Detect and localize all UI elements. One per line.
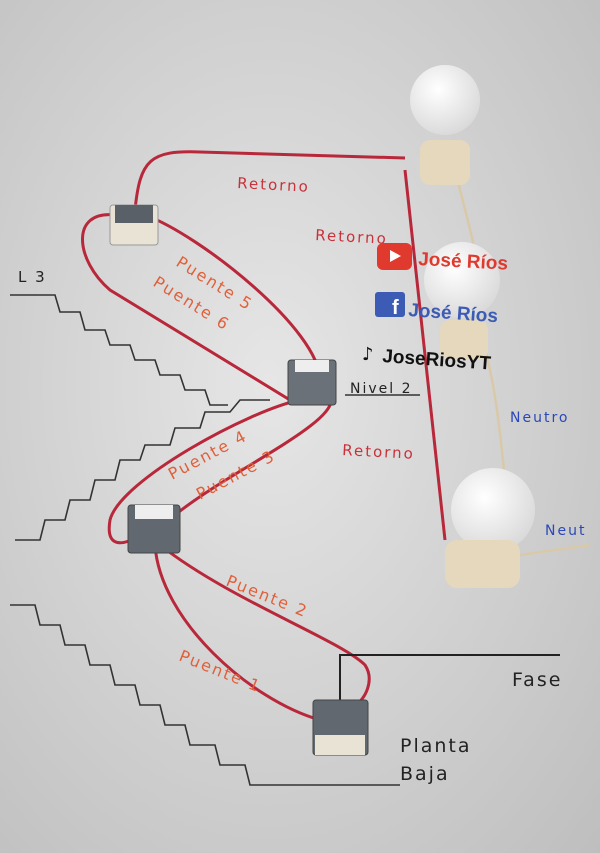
switch-planta-baja[interactable]	[312, 699, 369, 756]
label-fase: Fase	[512, 669, 562, 691]
stairs-drawing	[10, 294, 420, 786]
tiktok-icon: ♪	[362, 344, 374, 365]
red-wires	[81, 150, 447, 722]
bulb-2	[424, 242, 500, 360]
switch-middle[interactable]	[127, 504, 181, 554]
switch-nivel-2[interactable]	[287, 359, 337, 406]
wire-retorno-vertical	[403, 169, 447, 541]
youtube-channel-name: José Ríos	[418, 249, 509, 275]
wire-retorno-top	[133, 150, 406, 211]
wire-puente-2	[159, 543, 371, 707]
wire-fase	[339, 654, 560, 705]
label-neut: Neut	[545, 523, 586, 539]
label-retorno-low: Retorno	[342, 441, 415, 463]
svg-text:f: f	[392, 297, 399, 319]
wire-puente-6	[144, 213, 322, 381]
label-retorno-top: Retorno	[237, 174, 310, 196]
label-nivel-3: L 3	[18, 268, 47, 286]
wire-puente-1	[153, 544, 321, 722]
label-baja: Baja	[400, 763, 450, 785]
label-neutro: Neutro	[510, 410, 569, 426]
switch-top[interactable]	[109, 204, 159, 246]
wire-puente-4	[107, 398, 301, 545]
label-retorno-mid: Retorno	[315, 226, 388, 248]
label-planta: Planta	[400, 735, 472, 757]
facebook-icon	[375, 292, 405, 317]
youtube-watermark: José Ríos	[377, 243, 508, 275]
bulb-1	[410, 65, 480, 185]
label-nivel-2: Nivel 2	[350, 381, 413, 397]
bulb-3	[445, 468, 535, 588]
